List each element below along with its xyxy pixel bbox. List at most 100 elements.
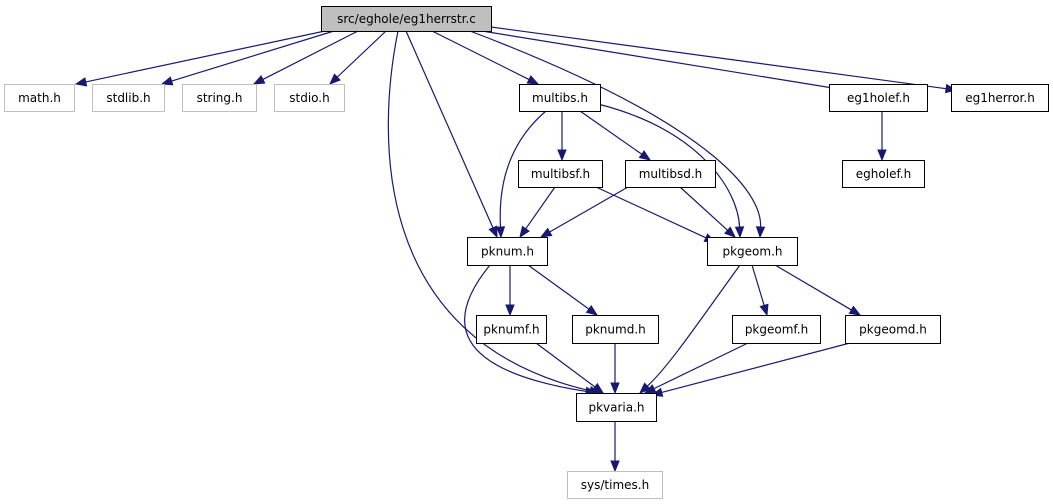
node-stdlib[interactable]: stdlib.h	[92, 84, 165, 112]
edge-pkvaria-to-systimes	[610, 421, 620, 473]
node-box[interactable]	[182, 84, 257, 112]
edge-line	[535, 342, 596, 388]
arrowhead-icon	[638, 150, 652, 161]
node-box[interactable]	[845, 315, 941, 344]
edge-root-to-stdio	[329, 30, 387, 85]
edge-multibsd-to-pknum	[539, 186, 629, 238]
edge-line	[336, 30, 387, 78]
node-box[interactable]	[274, 84, 345, 112]
arrowhead-icon	[519, 225, 530, 239]
nodes-layer: src/eghole/eg1herrstr.c math.h stdlib.h str…	[4, 6, 1049, 499]
node-eg1holef[interactable]: eg1holef.h	[829, 84, 928, 112]
node-label: pkgeomd.h	[859, 323, 927, 337]
edge-pknum-to-pknumd	[527, 264, 599, 316]
edge-multibsd-to-pkgeom	[679, 186, 736, 238]
arrowhead-icon	[759, 303, 769, 317]
node-pkgeomd[interactable]: pkgeomd.h	[845, 315, 941, 344]
arrowhead-icon	[539, 227, 553, 238]
arrowhead-icon	[755, 226, 766, 239]
node-box[interactable]	[92, 84, 165, 112]
node-box[interactable]	[572, 315, 659, 344]
node-label: eg1holef.h	[847, 91, 910, 105]
node-label: multibs.h	[532, 91, 588, 105]
node-pkgeomf[interactable]: pkgeomf.h	[732, 315, 821, 344]
edge-root-to-multibs	[431, 30, 540, 85]
edge-pkgeom-to-pkgeomf	[751, 264, 769, 317]
node-pknumf[interactable]: pknumf.h	[476, 315, 547, 344]
edge-root-to-stdlib	[160, 30, 335, 86]
edge-pkgeomf-to-pkvaria	[643, 342, 749, 394]
edge-line	[646, 264, 741, 387]
node-box[interactable]	[518, 160, 603, 188]
edge-root-to-string	[252, 30, 359, 85]
edge-line	[469, 30, 762, 228]
edge-pkgeom-to-pkvaria	[639, 264, 741, 394]
arrowhead-icon	[591, 382, 605, 394]
edge-pkgeomd-to-pkvaria	[650, 342, 851, 397]
node-multibsd[interactable]: multibsd.h	[625, 160, 716, 188]
arrowhead-icon	[643, 384, 657, 394]
node-box[interactable]	[576, 393, 657, 422]
node-pkvaria[interactable]: pkvaria.h	[576, 393, 657, 422]
node-box[interactable]	[519, 84, 601, 112]
node-math[interactable]: math.h	[4, 84, 75, 112]
node-label: sys/times.h	[581, 478, 649, 492]
arrowhead-icon	[74, 77, 88, 87]
node-box[interactable]	[829, 84, 928, 112]
node-label: pkgeom.h	[722, 245, 782, 259]
edge-line	[661, 342, 851, 394]
edge-line	[679, 186, 729, 231]
node-root[interactable]: src/eghole/eg1herrstr.c	[321, 6, 492, 32]
edge-line	[464, 264, 587, 393]
node-multibs[interactable]: multibs.h	[519, 84, 601, 112]
node-box[interactable]	[321, 6, 492, 32]
node-box[interactable]	[625, 160, 716, 188]
node-systimes[interactable]: sys/times.h	[567, 471, 663, 499]
node-pkgeom[interactable]: pkgeom.h	[707, 237, 798, 266]
node-label: pkgeomf.h	[745, 323, 808, 337]
edge-pkgeom-to-pkgeomd	[774, 264, 862, 316]
node-box[interactable]	[467, 237, 548, 266]
arrowhead-icon	[495, 226, 506, 239]
edge-root-to-eg1herror	[490, 26, 958, 94]
edge-multibs-to-pknum	[495, 110, 547, 239]
arrowhead-icon	[557, 149, 567, 162]
node-box[interactable]	[732, 315, 821, 344]
node-eg1herror[interactable]: eg1herror.h	[951, 84, 1049, 112]
edge-pknumd-to-pkvaria	[610, 343, 620, 395]
arrowhead-icon	[724, 226, 736, 238]
node-box[interactable]	[476, 315, 547, 344]
node-box[interactable]	[567, 471, 663, 499]
edge-line	[525, 186, 556, 230]
node-box[interactable]	[842, 160, 925, 188]
edge-line	[481, 30, 836, 89]
edge-multibs-to-multibsf	[557, 111, 567, 162]
edge-line	[490, 26, 947, 90]
edge-root-to-pknum	[405, 30, 498, 239]
arrowhead-icon	[160, 76, 174, 86]
node-egholef[interactable]: egholef.h	[842, 160, 925, 188]
node-pknum[interactable]: pknum.h	[467, 237, 548, 266]
node-string[interactable]: string.h	[182, 84, 257, 112]
node-label: stdio.h	[289, 91, 329, 105]
node-box[interactable]	[4, 84, 75, 112]
node-box[interactable]	[951, 84, 1049, 112]
arrowhead-icon	[585, 305, 599, 316]
node-label: pknumf.h	[483, 323, 539, 337]
node-box[interactable]	[707, 237, 798, 266]
node-multibsf[interactable]: multibsf.h	[518, 160, 603, 188]
node-pknumd[interactable]: pknumd.h	[572, 315, 659, 344]
edge-line	[431, 30, 530, 81]
edge-pknumf-to-pkvaria	[535, 342, 605, 394]
arrowhead-icon	[877, 149, 887, 162]
arrowhead-icon	[610, 460, 620, 473]
node-stdio[interactable]: stdio.h	[274, 84, 345, 112]
edge-line	[653, 342, 749, 390]
edge-pknum-to-pknumf	[505, 265, 515, 317]
arrowhead-icon	[488, 225, 498, 239]
edge-line	[751, 264, 765, 306]
edge-line	[774, 264, 852, 311]
node-label: pkvaria.h	[588, 401, 644, 415]
edge-line	[499, 110, 547, 228]
arrowhead-icon	[639, 382, 651, 394]
